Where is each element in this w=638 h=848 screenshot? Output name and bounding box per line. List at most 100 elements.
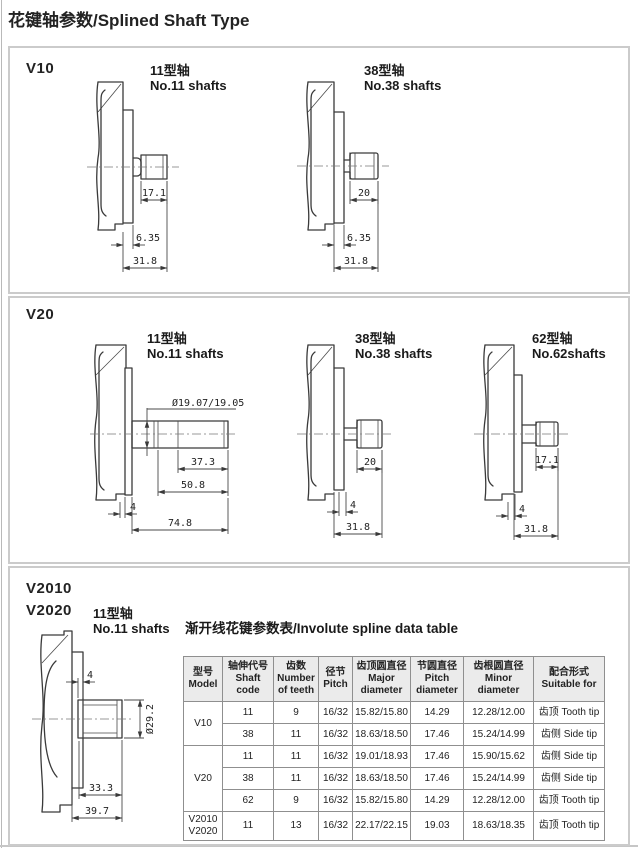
cell-shaft-code: 62: [222, 789, 274, 812]
dim-total-length: 31.8: [346, 522, 370, 533]
dim-total-length: 31.8: [524, 524, 548, 535]
cell-minor-diameter: 12.28/12.00: [463, 789, 534, 812]
diagram-v20-no11-shaft: Ø19.07/19.05 37.3 50.8 4 74.8: [90, 344, 244, 534]
diagram-label-en: No.62shafts: [532, 346, 606, 361]
diagram-label-cn: 38型轴: [364, 63, 405, 78]
dim-spline-length: 37.3: [191, 457, 215, 468]
cell-suitable-for: 齿侧 Side tip: [533, 723, 605, 746]
cell-shaft-code: 11: [222, 811, 274, 841]
diagram-label-en: No.11 shafts: [93, 621, 170, 636]
diagram-v20-no62-shaft: 17.1 4 31.8: [474, 344, 568, 540]
cell-major-diameter: 18.63/18.50: [352, 723, 411, 746]
diagram-label-v2010-no11: 11型轴 No.11 shafts: [93, 606, 170, 636]
model-label-v2010-v2020: V2010 V2020: [26, 578, 72, 622]
cell-pitch-diameter: 19.03: [410, 811, 464, 841]
cell-major-diameter: 15.82/15.80: [352, 701, 411, 724]
table-title: 渐开线花键参数表/Involute spline data table: [185, 621, 459, 636]
model-label-v10: V10: [26, 60, 55, 77]
cell-teeth: 11: [273, 723, 319, 746]
diagram-label-v20-no11: 11型轴 No.11 shafts: [147, 331, 224, 361]
diagram-label-en: No.11 shafts: [147, 346, 224, 361]
diagram-v10-no11-shaft: 17.1 6.35 31.8: [87, 81, 179, 272]
diagram-label-v20-no38: 38型轴 No.38 shafts: [355, 331, 432, 361]
cell-pitch-diameter: 14.29: [410, 701, 464, 724]
page-bottom-border: [0, 845, 638, 847]
cell-suitable-for: 齿侧 Side tip: [533, 745, 605, 768]
dim-diameter: Ø29.2: [144, 704, 156, 734]
cell-teeth: 11: [273, 745, 319, 768]
dim-flange-thickness: 6.35: [136, 233, 160, 244]
cell-teeth: 9: [273, 789, 319, 812]
dim-total-length: 31.8: [344, 256, 368, 267]
dim-flange-thickness: 6.35: [347, 233, 371, 244]
dim-offset: 4: [519, 504, 525, 515]
table-row: V2010 V2020 11 13 16/32 22.17/22.15 19.0…: [183, 811, 605, 841]
cell-major-diameter: 15.82/15.80: [352, 789, 411, 812]
section-v10-box: [8, 46, 630, 294]
dim-total-length: 39.7: [85, 806, 109, 817]
cell-shaft-code: 38: [222, 767, 274, 790]
cell-suitable-for: 齿顶 Tooth tip: [533, 811, 605, 841]
cell-suitable-for: 齿顶 Tooth tip: [533, 701, 605, 724]
cell-major-diameter: 19.01/18.93: [352, 745, 411, 768]
dim-diameter: Ø19.07/19.05: [172, 397, 244, 409]
cell-pitch-diameter: 14.29: [410, 789, 464, 812]
page-left-border: [1, 0, 2, 848]
diagram-label-v10-no38: 38型轴 No.38 shafts: [364, 63, 441, 93]
dim-shaft-length: 33.3: [89, 783, 113, 794]
model-label-line1: V2010: [26, 580, 72, 597]
cell-minor-diameter: 15.24/14.99: [463, 767, 534, 790]
cell-shaft-code: 11: [222, 745, 274, 768]
dim-shaft-length: 17.1: [535, 455, 559, 466]
dim-offset: 4: [130, 502, 136, 513]
diagram-v2010-no11-shaft: 4 Ø29.2 33.3 39.7: [32, 630, 156, 822]
diagram-label-en: No.38 shafts: [355, 346, 433, 361]
dim-shaft-length: 20: [364, 457, 376, 468]
dim-total-length: 74.8: [168, 518, 192, 529]
model-label-v20: V20: [26, 306, 55, 323]
dim-mid-length: 50.8: [181, 480, 205, 491]
cell-shaft-code: 11: [222, 701, 274, 724]
table-row: 62 9 16/32 15.82/15.80 14.29 12.28/12.00…: [184, 789, 605, 812]
cell-teeth: 13: [273, 811, 319, 841]
diagram-label-cn: 11型轴: [150, 63, 190, 78]
dim-offset: 4: [87, 670, 93, 681]
dim-offset: 4: [350, 500, 356, 511]
model-label-line2: V2020: [26, 602, 72, 619]
diagram-v20-no38-shaft: 20 4 31.8: [297, 344, 393, 538]
cell-minor-diameter: 12.28/12.00: [463, 701, 534, 724]
dim-total-length: 31.8: [133, 256, 157, 267]
cell-model: V2010 V2020: [183, 811, 223, 841]
cell-suitable-for: 齿侧 Side tip: [533, 767, 605, 790]
diagram-label-en: No.38 shafts: [364, 78, 442, 93]
cell-pitch: 16/32: [318, 767, 353, 790]
diagram-label-v10-no11: 11型轴 No.11 shafts: [150, 63, 227, 93]
page-title: 花键轴参数/Splined Shaft Type: [8, 11, 250, 30]
cell-major-diameter: 22.17/22.15: [352, 811, 411, 841]
diagram-label-cn: 62型轴: [532, 331, 573, 346]
dim-shaft-length: 17.1: [142, 188, 166, 199]
cell-minor-diameter: 18.63/18.35: [463, 811, 534, 841]
cell-teeth: 11: [273, 767, 319, 790]
cell-pitch: 16/32: [318, 701, 353, 724]
diagram-label-cn: 38型轴: [355, 331, 396, 346]
cell-model: V10: [183, 701, 223, 746]
cell-major-diameter: 18.63/18.50: [352, 767, 411, 790]
cell-shaft-code: 38: [222, 723, 274, 746]
cell-teeth: 9: [273, 701, 319, 724]
cell-pitch: 16/32: [318, 723, 353, 746]
diagram-label-cn: 11型轴: [147, 331, 187, 346]
table-row: 38 11 16/32 18.63/18.50 17.46 15.24/14.9…: [184, 723, 605, 746]
cell-suitable-for: 齿顶 Tooth tip: [533, 789, 605, 812]
